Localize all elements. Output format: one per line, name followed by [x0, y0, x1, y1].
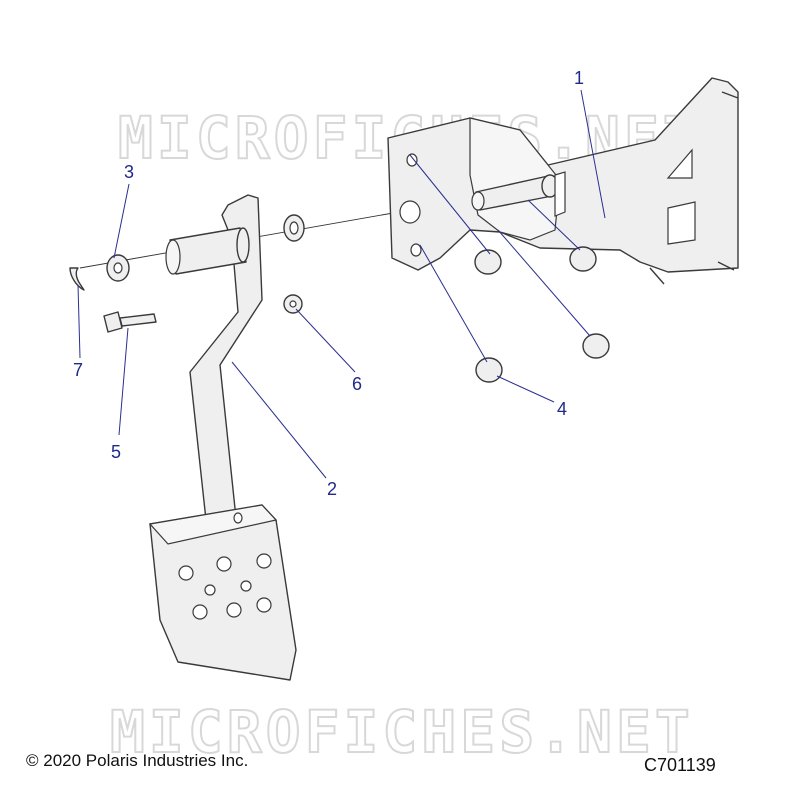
bushing [283, 214, 305, 242]
watermark-bottom: MICROFICHES.NET [110, 698, 694, 766]
callout-4: 4 [557, 399, 567, 419]
callout-1: 1 [574, 68, 584, 88]
copyright-notice: © 2020 Polaris Industries Inc. [26, 751, 249, 770]
callout-6: 6 [352, 374, 362, 394]
small-nut [283, 294, 303, 314]
callout-7: 7 [73, 360, 83, 380]
brake-pedal [148, 194, 297, 681]
callout-3: 3 [124, 162, 134, 182]
flange-nuts [474, 246, 610, 383]
mounting-bracket [387, 77, 739, 285]
e-clip [69, 267, 85, 291]
bolt [103, 311, 157, 333]
leader-lines [77, 89, 606, 479]
washer [106, 254, 130, 282]
callout-5: 5 [111, 442, 121, 462]
callout-2: 2 [327, 479, 337, 499]
diagram-code: C701139 [644, 755, 716, 775]
